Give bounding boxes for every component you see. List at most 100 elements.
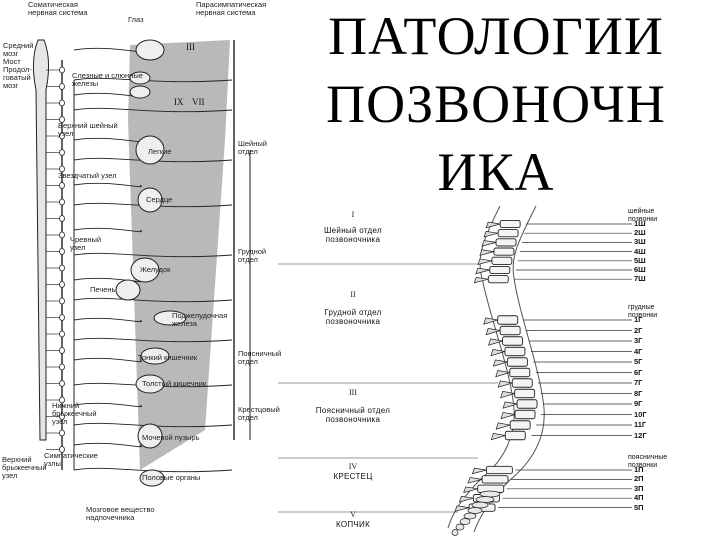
vertebra-label: 11Г (634, 420, 647, 429)
thoracic-group-heading: грудные позвонки (628, 304, 658, 319)
title-line-2: ПОЗВОНОЧН (326, 74, 666, 134)
chain-ganglion (59, 66, 65, 74)
chain-ganglion (59, 149, 65, 156)
chain-ganglion (59, 363, 65, 371)
vertebra-body (504, 346, 526, 357)
vertebra-label: 3Ш (634, 237, 646, 247)
vertebra-body (497, 229, 519, 238)
organ-shape (135, 135, 165, 165)
vertebra-body (504, 430, 526, 441)
nerve-fiber (73, 422, 233, 428)
vertebra-body (497, 315, 519, 325)
chain-ganglion (59, 182, 65, 189)
spinous-process (490, 349, 506, 357)
organ-shape (135, 374, 165, 394)
superior-cervical-ganglion-label: Верхний шейный узел (58, 121, 118, 138)
spinous-process (485, 328, 501, 336)
vertebrae-group (451, 219, 538, 536)
chain-ganglion (59, 264, 65, 272)
vertebra-label: 7Г (634, 378, 643, 387)
chain-ganglion (59, 99, 65, 107)
vertebra-label: 5Г (634, 357, 643, 366)
sacral-segment (451, 529, 459, 536)
large-intestine-label: Толстый кишечник (142, 379, 207, 388)
nerve-fiber (73, 227, 143, 233)
spinous-process (479, 249, 495, 256)
vertebra-body (495, 238, 517, 247)
sacral-segment (471, 501, 489, 509)
chain-ganglion (59, 215, 65, 222)
vertebra-body (499, 219, 521, 229)
vertebra-body (506, 357, 528, 367)
chain-ganglion (59, 380, 65, 387)
organ-shape (137, 423, 163, 449)
vertebra-body (516, 399, 538, 409)
parasympathetic-label: Парасимпатическая нервная система (196, 0, 267, 17)
organ-shape (135, 39, 165, 61)
bladder-label: Мочевой пузырь (142, 433, 200, 442)
nerve-fiber (73, 357, 143, 363)
organs-group (115, 39, 187, 487)
spinous-process (497, 380, 513, 388)
celiac-ganglion-label: Чревный узел (70, 235, 102, 252)
genitals-label: Половые органы (142, 473, 201, 482)
vertebra-body (499, 325, 521, 336)
spine-figure: I Шейный отдел позвоночника II Грудной о… (278, 198, 718, 540)
spinous-process (490, 433, 506, 441)
nerve-fiber (73, 157, 233, 163)
vertebra-body (509, 420, 531, 430)
spinous-process (458, 495, 474, 503)
nerve-fiber (73, 202, 233, 208)
section-2-roman: II (350, 290, 356, 299)
cranial-nerve-3: III (186, 42, 195, 52)
nerve-fiber (73, 252, 233, 258)
nerve-fiber (73, 337, 233, 343)
spinous-process (483, 317, 498, 325)
organ-shape (129, 85, 151, 99)
spinous-process (495, 370, 510, 378)
organ-shape (153, 310, 187, 326)
chain-ganglion (59, 330, 65, 338)
organ-shape (130, 257, 160, 283)
heart-label: Сердце (146, 195, 173, 204)
vertebra-label: 4П (634, 493, 644, 503)
chain-ganglion (59, 314, 65, 321)
chain-ganglion (59, 429, 65, 437)
small-intestine-label: Тонкий кишечник (138, 353, 197, 362)
vertebra-label: 10Г (634, 409, 647, 419)
section-3-roman: III (349, 388, 357, 397)
spinous-process (467, 477, 483, 484)
vertebra-label: 12Г (634, 430, 647, 440)
leader-lines-group (498, 223, 632, 508)
vertebra-label: 6Ш (634, 265, 646, 274)
vertebra-body (514, 388, 536, 399)
section-3-name: Поясничный отдел позвоночника (315, 406, 391, 424)
vertebra-label: 3Г (634, 336, 643, 345)
spinous-process (500, 391, 515, 399)
cervical-group-heading: шейные позвонки (628, 208, 658, 223)
brainstem-label: Средний мозг Мост Продол- говатый мозг (3, 41, 34, 90)
spinous-process (492, 359, 508, 367)
nerve-fiber (73, 467, 233, 473)
chain-ganglion (59, 281, 65, 288)
chain-ganglion (59, 198, 65, 206)
section-4-name: КРЕСТЕЦ (333, 472, 373, 481)
section-4-roman: IV (348, 462, 358, 471)
vertebra-label: 6Г (634, 367, 643, 377)
spinous-process (473, 276, 489, 284)
sacral-segment (479, 490, 501, 498)
sacral-section-label: Крестцовый отдел (238, 405, 280, 422)
organ-shape (140, 347, 170, 365)
glands-label: Слезные и слюнные железы (72, 71, 143, 88)
nerve-fiber (73, 182, 143, 188)
vertebra-label: 9Г (634, 399, 643, 408)
spinous-process (500, 412, 516, 420)
vertebra-label: 1Г (634, 315, 643, 324)
vertebra-body (514, 409, 536, 420)
section-1-name: Шейный отдел позвоночника (324, 226, 382, 244)
spinous-process (454, 505, 470, 512)
vertebra-label: 5П (634, 502, 644, 512)
cervical-section-label: Шейный отдел (238, 139, 267, 156)
spinous-process (502, 401, 518, 409)
vertebra-label: 8Г (634, 388, 643, 398)
